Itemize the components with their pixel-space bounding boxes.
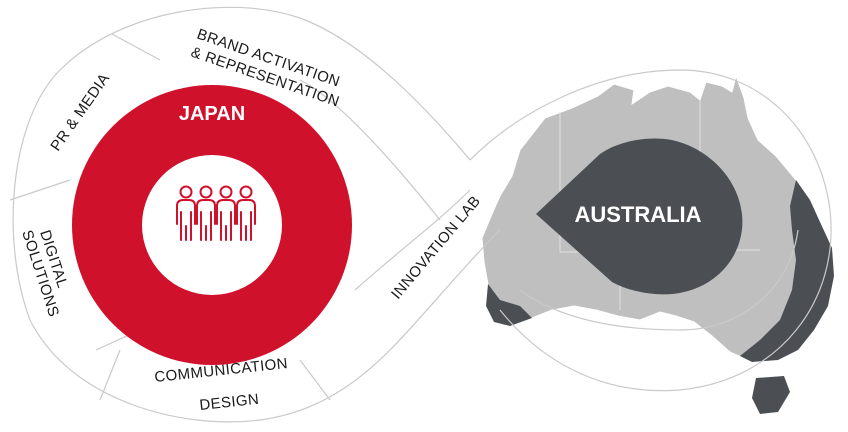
australia-map-east xyxy=(740,180,834,362)
australia-title: AUSTRALIA xyxy=(574,202,701,227)
innovation-lab-label: INNOVATION LAB xyxy=(388,193,484,303)
people-group-icon xyxy=(176,185,256,241)
infinity-outline xyxy=(9,6,832,423)
australia-map-tasmania xyxy=(752,376,790,414)
japan-title: JAPAN xyxy=(179,103,245,125)
australia-map-southwest xyxy=(486,284,532,326)
australia-hub: AUSTRALIA xyxy=(536,138,743,295)
japan-hub: JAPAN xyxy=(72,85,352,365)
australia-hub-shape xyxy=(536,138,743,295)
communication-design-line2: DESIGN xyxy=(199,391,260,414)
